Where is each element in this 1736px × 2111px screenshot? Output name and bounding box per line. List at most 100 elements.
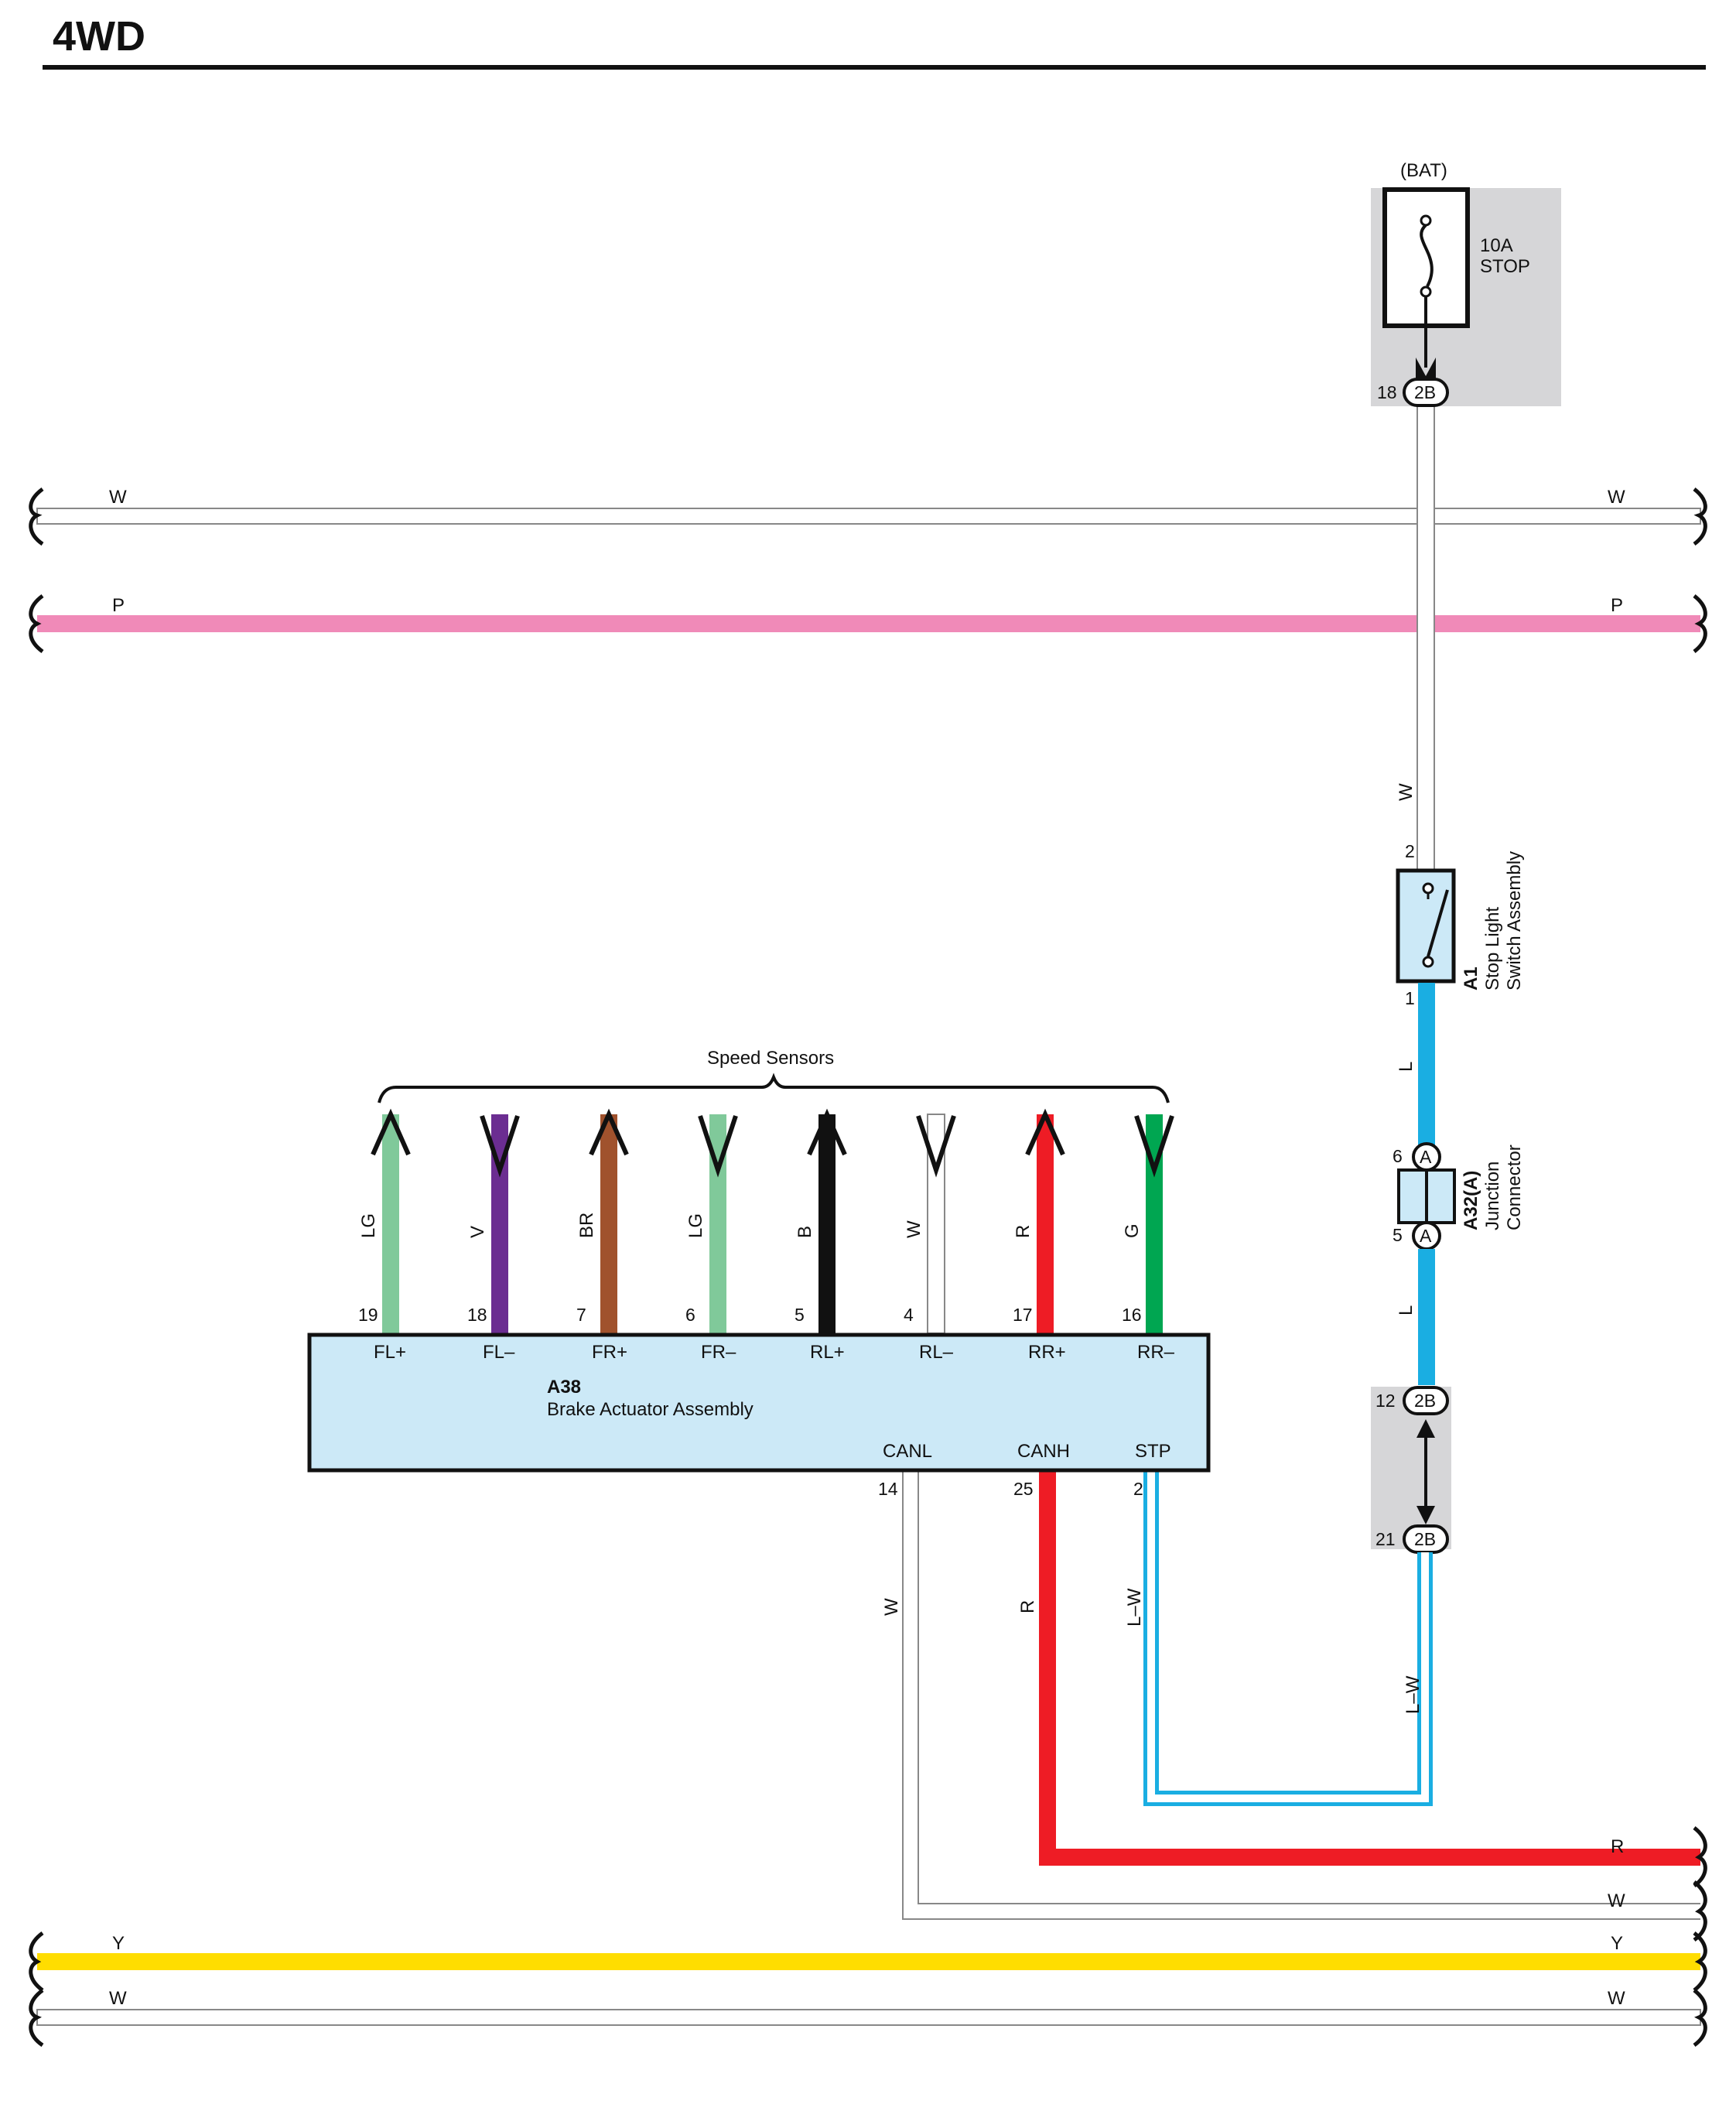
wire-w-canl-outer bbox=[902, 1472, 1700, 1920]
bus-w-top-label-right: W bbox=[1608, 487, 1625, 508]
junction-pin-top: 6 bbox=[1393, 1146, 1403, 1166]
title-rule bbox=[43, 65, 1706, 70]
fuse-connector-pin: 18 bbox=[1377, 382, 1397, 402]
bus-w-bottom-label-right: W bbox=[1608, 1988, 1625, 2009]
speed-sensors-label: Speed Sensors bbox=[707, 1048, 834, 1069]
junction-name-line1: Junction bbox=[1482, 1162, 1503, 1230]
wire-label-rr-minus: G bbox=[1122, 1223, 1143, 1238]
terminal-pin-canl: 14 bbox=[878, 1479, 898, 1499]
sensor-wire-fr-plus: BR bbox=[576, 1108, 629, 1333]
terminal-name-canh: CANH bbox=[1017, 1441, 1070, 1462]
terminal-name-fr-minus: FR– bbox=[701, 1342, 736, 1363]
wire-label-rl-plus: B bbox=[795, 1226, 815, 1238]
wire-label-fl-minus: V bbox=[467, 1226, 488, 1238]
wire-label-rl-minus: W bbox=[904, 1220, 924, 1238]
bus-y: Y Y bbox=[29, 1931, 1707, 1993]
fuse-icon bbox=[1420, 214, 1434, 298]
wire-label-fl-plus: LG bbox=[358, 1213, 379, 1238]
page-title: 4WD bbox=[53, 13, 145, 60]
bus-w-mid-break-right bbox=[1693, 1880, 1707, 1942]
terminal-pin-rl-minus: 4 bbox=[904, 1305, 914, 1325]
sensor-wire-rl-plus: B bbox=[795, 1108, 847, 1333]
jb-arrow-up-icon bbox=[1416, 1419, 1435, 1438]
terminal-name-rr-plus: RR+ bbox=[1028, 1342, 1066, 1363]
junction-name-line2: Connector bbox=[1504, 1144, 1525, 1230]
bottom-terminal-canh: CANH 25 R bbox=[1013, 1441, 1070, 1613]
sensor-wire-rl-minus: W bbox=[904, 1114, 956, 1334]
terminal-name-rr-minus: RR– bbox=[1137, 1342, 1175, 1363]
fuse-connector-code: 2B bbox=[1414, 382, 1436, 402]
arrow-up-icon bbox=[589, 1108, 629, 1156]
terminal-pin-rl-plus: 5 bbox=[795, 1305, 805, 1325]
terminal-name-fl-minus: FL– bbox=[483, 1342, 515, 1363]
wire-r-canh bbox=[1039, 1472, 1700, 1866]
terminal-pin-fr-minus: 6 bbox=[685, 1305, 695, 1325]
terminal-name-fr-plus: FR+ bbox=[592, 1342, 627, 1363]
wire-l-upper-label: L bbox=[1396, 1062, 1416, 1072]
jb-connector-bottom-code: 2B bbox=[1414, 1529, 1436, 1549]
terminal-name-rl-plus: RL+ bbox=[810, 1342, 845, 1363]
brake-actuator-code: A38 bbox=[547, 1377, 581, 1398]
terminal-pin-rr-minus: 16 bbox=[1122, 1305, 1142, 1325]
terminal-name-rl-minus: RL– bbox=[919, 1342, 954, 1363]
jb-arrow-down-icon bbox=[1416, 1506, 1435, 1524]
fuse-name: STOP bbox=[1480, 256, 1530, 277]
switch-code: A1 bbox=[1461, 967, 1481, 990]
arrow-up-icon bbox=[1025, 1108, 1065, 1156]
terminal-name-canl: CANL bbox=[883, 1441, 932, 1462]
arrow-down-icon bbox=[1134, 1115, 1174, 1178]
terminal-pin-fl-minus: 18 bbox=[467, 1305, 487, 1325]
terminal-pin-fr-plus: 7 bbox=[576, 1305, 586, 1325]
wire-w-fuse-label: W bbox=[1396, 783, 1416, 801]
terminal-name-stp: STP bbox=[1135, 1441, 1171, 1462]
switch-name-line2: Switch Assembly bbox=[1504, 851, 1525, 990]
jb-connector-top-pin: 12 bbox=[1375, 1391, 1396, 1411]
fuse-source-label: (BAT) bbox=[1400, 160, 1447, 181]
wire-w-fuse-to-switch bbox=[1416, 402, 1435, 871]
wire-label-fr-plus: BR bbox=[576, 1213, 597, 1238]
brake-actuator-name: Brake Actuator Assembly bbox=[547, 1399, 754, 1420]
wire-l-lower-label: L bbox=[1396, 1305, 1416, 1316]
bus-r-label: R bbox=[1611, 1836, 1624, 1857]
arrow-down-icon bbox=[480, 1115, 520, 1178]
terminal-name-fl-plus: FL+ bbox=[374, 1342, 406, 1363]
bus-p-label-left: P bbox=[112, 595, 125, 616]
fuse-rating: 10A bbox=[1480, 235, 1513, 256]
bus-w-top-label-left: W bbox=[109, 487, 127, 508]
terminal-pin-fl-plus: 19 bbox=[358, 1305, 378, 1325]
bus-w-bottom: W W bbox=[29, 1988, 1707, 2048]
fuse-arrow-icon bbox=[1416, 358, 1436, 379]
sensor-wire-fl-minus: V bbox=[467, 1114, 520, 1333]
arrow-down-icon bbox=[916, 1115, 956, 1178]
bus-r-break-right bbox=[1693, 1826, 1707, 1888]
arrow-up-icon bbox=[371, 1108, 411, 1156]
wire-l-junction-to-jb bbox=[1418, 1249, 1435, 1385]
sensor-wire-fr-minus: LG bbox=[685, 1114, 738, 1333]
bottom-terminal-stp: STP 2 L–W bbox=[1124, 1441, 1171, 1627]
bus-w-top: W W bbox=[29, 487, 1707, 546]
switch-pin-top: 2 bbox=[1405, 841, 1415, 861]
jb-connector-top-code: 2B bbox=[1414, 1391, 1436, 1411]
jb-connector-top bbox=[1403, 1386, 1449, 1415]
jb-connector-bottom-pin: 21 bbox=[1375, 1529, 1396, 1549]
wire-l-switch-to-junction bbox=[1418, 983, 1435, 1149]
switch-icon bbox=[1422, 882, 1449, 968]
junction-letter-bottom: A bbox=[1420, 1226, 1432, 1246]
bus-p-label-right: P bbox=[1611, 595, 1623, 616]
wire-lw-inner bbox=[1147, 1472, 1429, 1802]
switch-pin-bottom: 1 bbox=[1405, 988, 1415, 1008]
bus-w-bottom-label-left: W bbox=[109, 1988, 127, 2009]
junction-code: A32(A) bbox=[1461, 1171, 1481, 1230]
wire-lw-jb-label: L–W bbox=[1403, 1675, 1423, 1714]
junction-pin-bottom: 5 bbox=[1393, 1225, 1403, 1245]
brake-actuator-box bbox=[307, 1333, 1211, 1473]
bus-y-label-right: Y bbox=[1611, 1933, 1623, 1954]
wire-stp-label: L–W bbox=[1124, 1588, 1145, 1627]
sensor-wire-fl-plus: LG bbox=[358, 1108, 411, 1333]
bus-p: P P bbox=[29, 594, 1707, 654]
junction-letter-top: A bbox=[1420, 1147, 1432, 1167]
speed-sensors-bracket bbox=[378, 1073, 1170, 1103]
